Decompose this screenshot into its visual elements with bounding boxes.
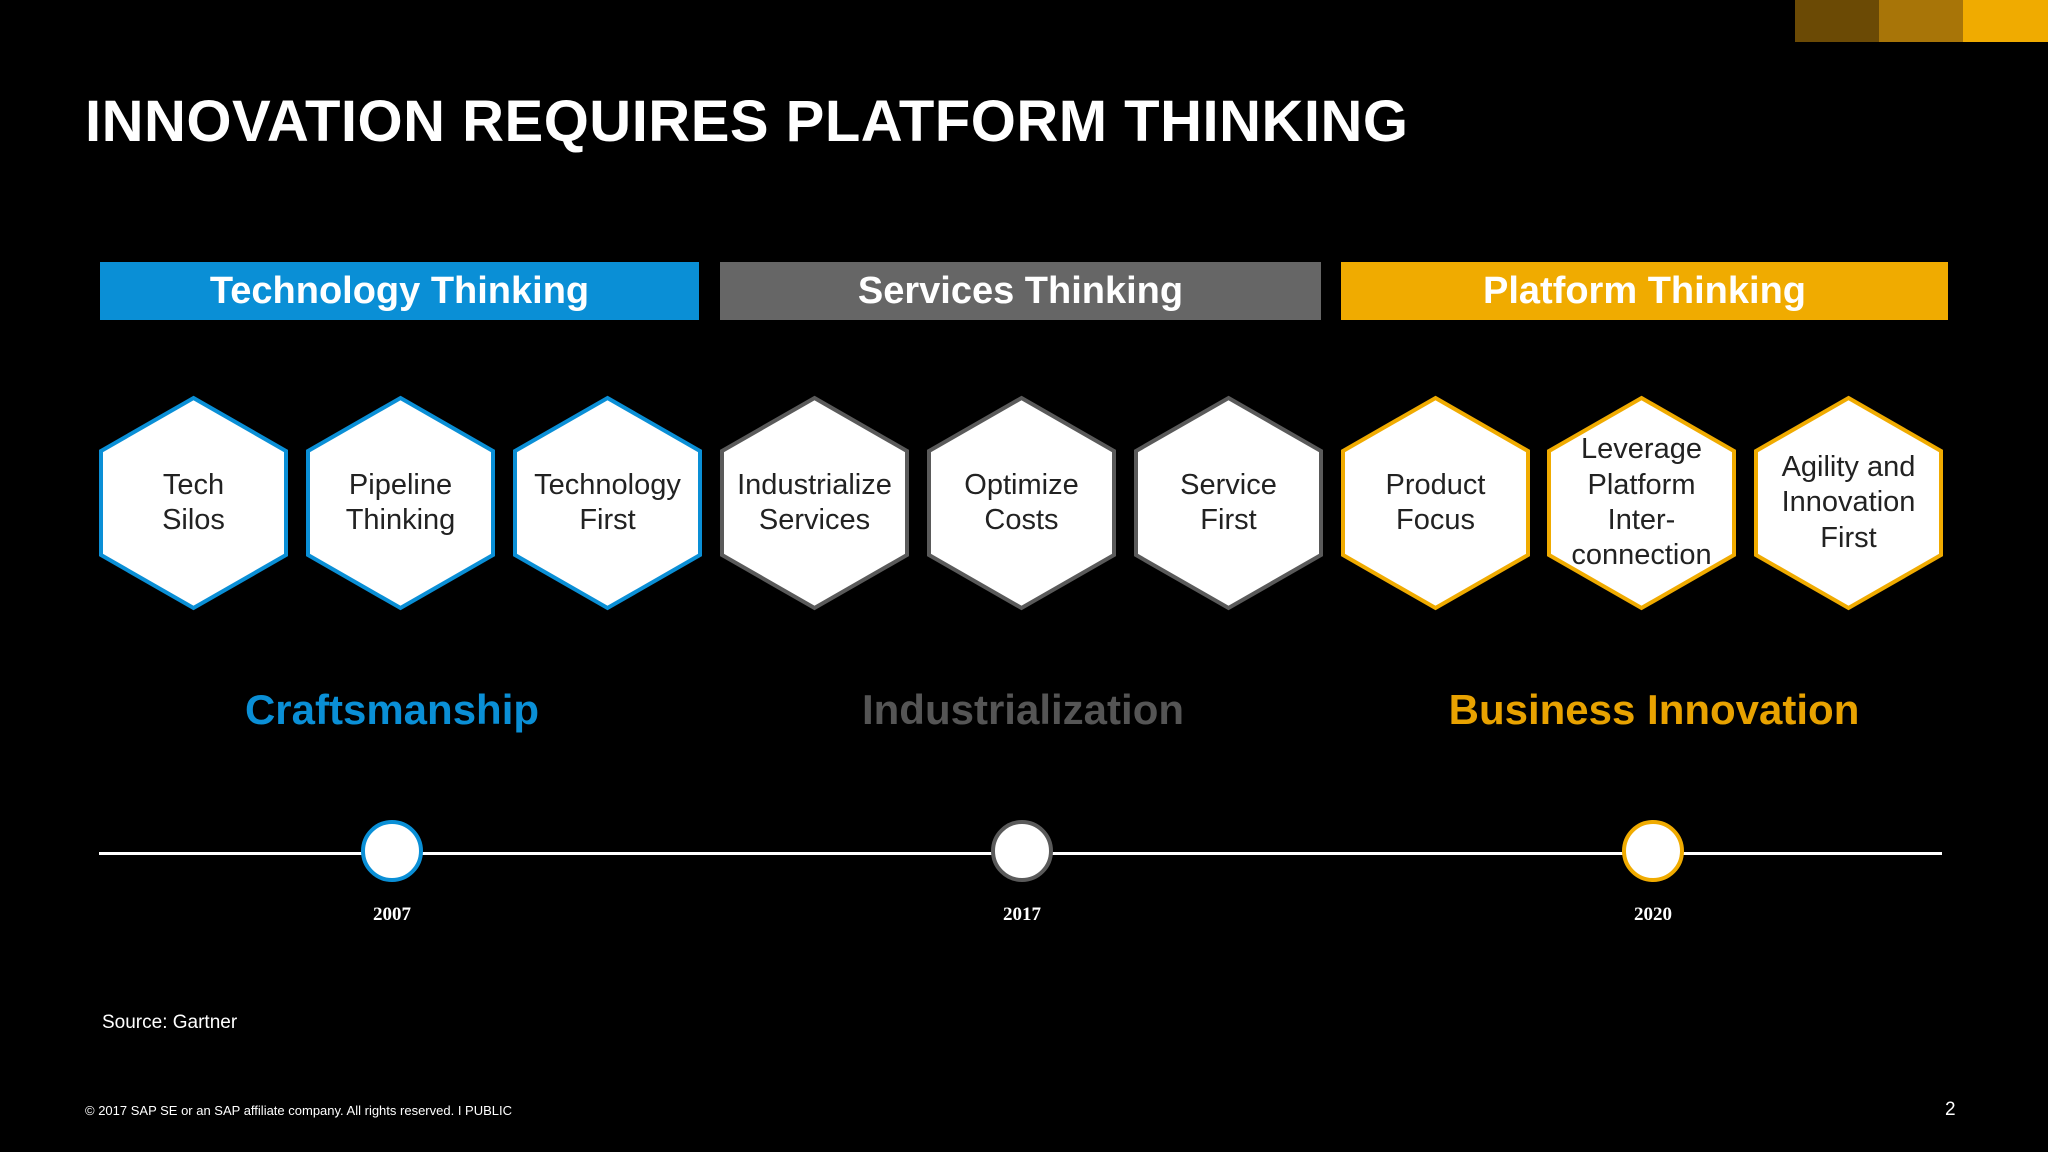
era-industrialization: Industrialization [861, 686, 1184, 733]
hexagon-agility-and-innovation-first: Agility and Innovation First [1753, 395, 1944, 611]
band-platform-thinking: Platform Thinking [1341, 262, 1948, 320]
hexagon-pipeline-thinking: Pipeline Thinking [305, 395, 496, 611]
hexagon-tech-silos: Tech Silos [98, 395, 289, 611]
corner-accent-dark [1795, 0, 1879, 42]
hexagon-technology-first: Technology First [512, 395, 703, 611]
timeline-milestone-2020 [1622, 820, 1684, 882]
slide-title: INNOVATION REQUIRES PLATFORM THINKING [85, 89, 1409, 154]
hexagon-shape [99, 395, 288, 611]
hexagon-label: Pipeline Thinking [345, 468, 456, 536]
hexagon-shape [1754, 395, 1943, 611]
source-note: Source: Gartner [102, 1012, 238, 1033]
hexagon-shape [720, 395, 909, 611]
hexagon-optimize-costs: Optimize Costs [926, 395, 1117, 611]
band-technology-thinking: Technology Thinking [100, 262, 699, 320]
era-craftsmanship: Craftsmanship [244, 686, 540, 733]
timeline-milestone-2007 [361, 820, 423, 882]
hexagon-label: Product Focus [1385, 468, 1486, 536]
band-services-thinking: Services Thinking [720, 262, 1321, 320]
hexagon-label: Service First [1180, 468, 1277, 536]
timeline-year-2007: 2007 [373, 904, 411, 925]
corner-accent-mid [1879, 0, 1963, 42]
hexagon-product-focus: Product Focus [1340, 395, 1531, 611]
copyright-footer: © 2017 SAP SE or an SAP affiliate compan… [85, 1103, 513, 1118]
era-business-innovation: Business Innovation [1448, 686, 1860, 733]
hexagon-shape [306, 395, 495, 611]
hexagon-service-first: Service First [1133, 395, 1324, 611]
hexagon-label: Agility and Innovation First [1781, 450, 1916, 554]
timeline-milestone-2017 [991, 820, 1053, 882]
hexagon-shape [1341, 395, 1530, 611]
hexagon-label: Industrialize Services [737, 468, 892, 536]
corner-accent-light [1963, 0, 2048, 42]
timeline-year-2017: 2017 [1003, 904, 1041, 925]
hexagon-shape [927, 395, 1116, 611]
hexagon-label: Optimize Costs [964, 468, 1079, 536]
timeline-year-2020: 2020 [1634, 904, 1672, 925]
page-number: 2 [1945, 1099, 1956, 1120]
hexagon-industrialize-services: Industrialize Services [719, 395, 910, 611]
hexagon-label: Tech Silos [162, 468, 225, 536]
hexagon-label: Technology First [534, 468, 681, 536]
hexagon-shape [513, 395, 702, 611]
hexagon-label: Leverage Platform Inter- connection [1571, 433, 1712, 572]
hexagon-leverage-platform-inter-connection: Leverage Platform Inter- connection [1546, 395, 1737, 611]
hexagon-shape [1547, 395, 1736, 611]
hexagon-shape [1134, 395, 1323, 611]
